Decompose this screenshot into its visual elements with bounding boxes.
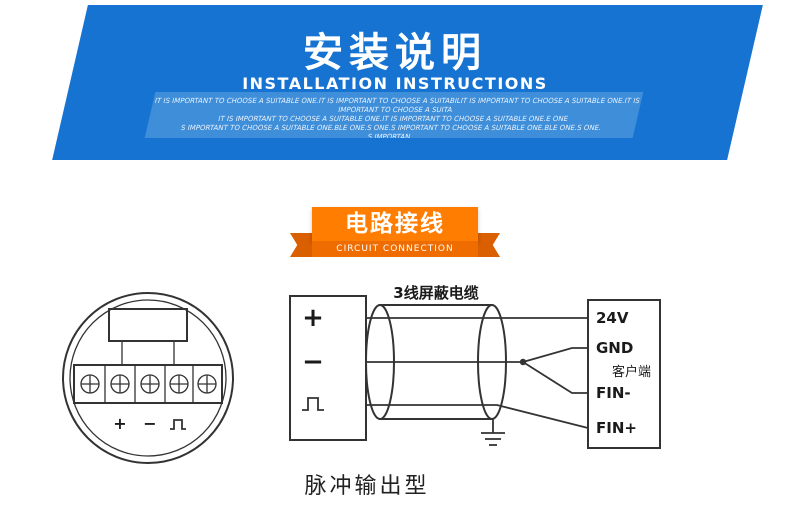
client-outline xyxy=(587,299,661,449)
banner-title-cn: 安装说明 xyxy=(303,30,487,76)
sensor-head: + − xyxy=(62,292,234,464)
terminal-screw-icon xyxy=(80,374,100,394)
fineprint-line: IT IS IMPORTANT TO CHOOSE A SUITABLE ONE… xyxy=(153,97,641,114)
client-24v-label: 24V xyxy=(596,309,629,327)
section-title-en: CIRCUIT CONNECTION xyxy=(312,241,478,257)
transmitter-box: + − xyxy=(289,295,367,441)
client-box: 24V GND 客户端 FIN- FIN+ xyxy=(587,299,661,449)
fineprint-line: IT IS IMPORTANT TO CHOOSE A SUITABLE ONE… xyxy=(217,115,569,123)
sensor-outer-ring xyxy=(62,292,234,464)
sensor-minus-label: − xyxy=(143,414,156,433)
pulse-icon xyxy=(302,397,324,411)
wire-fin-plus xyxy=(366,404,589,429)
terminal-screw-icon xyxy=(140,374,160,394)
terminal-screw-icon xyxy=(110,374,130,394)
sensor-top-block xyxy=(108,308,188,342)
client-side-label: 客户端 xyxy=(612,364,651,380)
banner-fineprint-box: IT IS IMPORTANT TO CHOOSE A SUITABLE ONE… xyxy=(144,92,644,138)
pulse-icon xyxy=(170,419,186,430)
sensor-terminal-strip xyxy=(73,364,223,404)
fineprint-line: S IMPORTAN xyxy=(366,133,412,138)
wiring xyxy=(366,317,589,446)
sensor-plus-label: + xyxy=(113,414,126,433)
sensor-inner-ring xyxy=(69,299,227,457)
circuit-wiring-diagram: + − + − 3线屏蔽电缆 24V GND 客 xyxy=(62,284,661,464)
client-fin-minus-label: FIN- xyxy=(596,384,631,402)
cable-label: 3线屏蔽电缆 xyxy=(393,284,478,302)
fineprint-line: S IMPORTANT TO CHOOSE A SUITABLE ONE.BLE… xyxy=(179,124,603,132)
client-fin-plus-label: FIN+ xyxy=(596,419,637,437)
banner-title-en: INSTALLATION INSTRUCTIONS xyxy=(242,74,548,93)
wire-gnd-branch xyxy=(522,347,588,363)
wire-fin-minus-branch xyxy=(522,361,588,394)
transmitter-minus-label: − xyxy=(302,347,324,377)
shielded-cable: 3线屏蔽电缆 xyxy=(365,284,507,420)
client-gnd-label: GND xyxy=(596,339,633,357)
terminal-screw-icon xyxy=(197,374,217,394)
terminal-screw-icon xyxy=(169,374,189,394)
ground-icon xyxy=(481,419,505,446)
diagram-caption: 脉冲输出型 xyxy=(304,474,430,499)
transmitter-plus-label: + xyxy=(302,303,324,333)
section-title-cn: 电路接线 xyxy=(312,207,478,241)
